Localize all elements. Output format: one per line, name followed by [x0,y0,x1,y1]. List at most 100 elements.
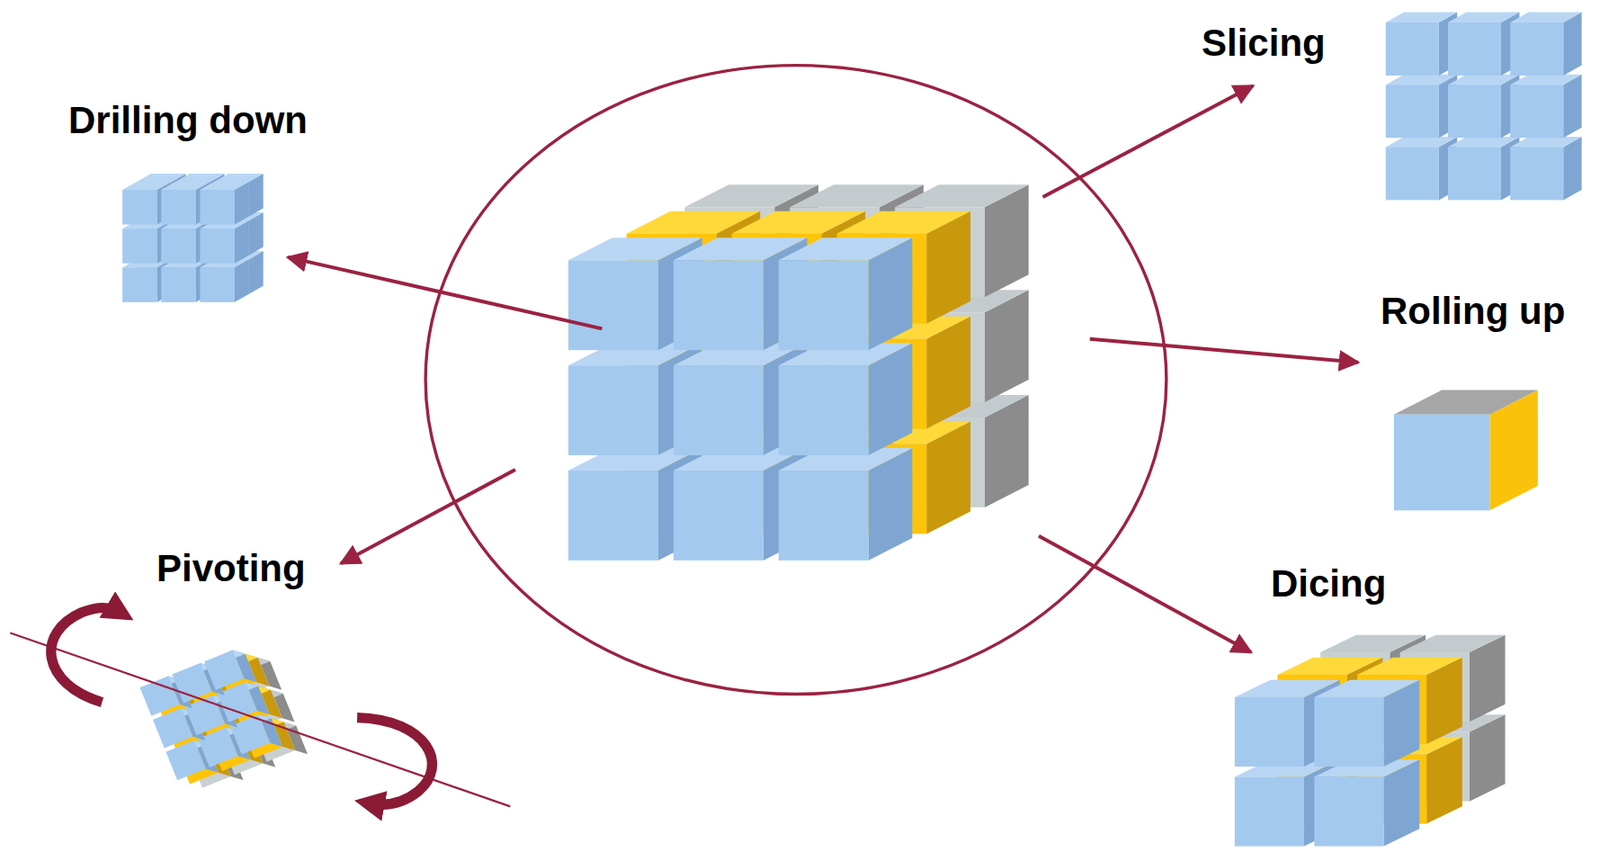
cube-top [1448,136,1520,147]
cube-front [1385,22,1440,76]
cube-front [778,365,869,456]
cube-top [1510,136,1582,147]
cube-front [122,189,158,225]
cube [778,447,913,561]
cube-front [1510,84,1564,138]
cube-front [1394,414,1491,511]
operation-arrow [287,257,602,329]
cube-top [836,211,971,234]
cube-front [199,267,235,303]
pivot-axis [9,632,510,806]
cube-front [122,267,158,303]
cube-side [1563,136,1582,200]
cube-front [568,470,659,561]
cube-top [1448,74,1520,85]
cube-front [1313,776,1384,846]
cube-front [165,740,206,780]
cube [778,237,913,350]
cube-top [214,173,263,182]
data-cube [568,184,1029,561]
cube-front [1510,146,1564,200]
cube-top [778,237,913,260]
cube-top [1313,679,1420,698]
cube-side [1563,74,1582,138]
cube-front [1234,697,1305,767]
operation-label: Rolling up [1380,289,1565,333]
cube [1385,12,1457,76]
cube-front [1448,146,1502,200]
cube [199,220,249,264]
rollup-cube [1394,389,1538,510]
cube-front [140,676,180,716]
cube [1448,136,1520,200]
cube-front [1385,84,1440,138]
operation-label: Dicing [1270,562,1386,606]
operation-arrow [1038,536,1252,653]
drill-down-cube [122,173,264,303]
cube [199,259,249,303]
pivot-cube [140,638,309,804]
cube-front [673,470,764,561]
cube-top [1385,74,1457,85]
dice-cube [1234,634,1506,847]
cube-front [199,228,235,264]
cube [1385,136,1457,200]
cube-front [1448,22,1502,76]
cube-front [160,228,197,264]
cube-front [1448,84,1502,138]
cube-side [1563,12,1582,76]
cube-front [568,259,659,350]
operation-label: Drilling down [68,98,308,143]
cube-front [160,267,197,303]
cube [1448,12,1520,76]
cube-front [160,189,197,225]
operation-arrows [287,85,1359,653]
cube-front [197,727,238,768]
operation-label: Pivoting [156,546,306,590]
cube [1510,74,1582,138]
cube [1448,74,1520,138]
cube [204,645,257,698]
cube [1510,136,1582,200]
cube [1313,679,1420,767]
operation-arrow [340,469,516,564]
cube-front [152,707,193,748]
operation-arrow [1090,339,1359,363]
cube-front [568,365,659,456]
cube-front [1313,697,1384,767]
slice-cube [1385,12,1583,201]
cube-front [1234,776,1305,846]
cube-top [1385,136,1457,147]
cube [778,342,913,456]
cube-top [1385,12,1457,23]
cube [199,181,249,225]
cube [1394,389,1538,510]
cube-front [199,189,235,225]
cube-front [1385,146,1440,200]
rotation-arrow [357,717,432,805]
cube [1385,74,1457,138]
cube [1510,12,1582,76]
cube-front [1510,22,1564,76]
cube-top [894,184,1029,207]
cube-top [199,181,249,190]
cube-top [1510,12,1582,23]
cube-front [673,259,764,350]
cube-front [778,470,869,561]
cube-top [1448,12,1520,23]
cube-front [778,259,869,350]
rotation-arrow [51,607,121,703]
operation-label: Slicing [1201,21,1326,65]
cube-top [1357,657,1463,675]
cube-front [122,228,158,264]
cube-top [1400,634,1506,653]
cube-front [673,365,764,456]
cube [1313,759,1420,846]
cube-circle [425,65,1167,695]
cube-front [204,650,244,690]
cube-group [122,12,1582,847]
operation-arrow [1043,85,1254,197]
cube-top [1510,74,1582,85]
